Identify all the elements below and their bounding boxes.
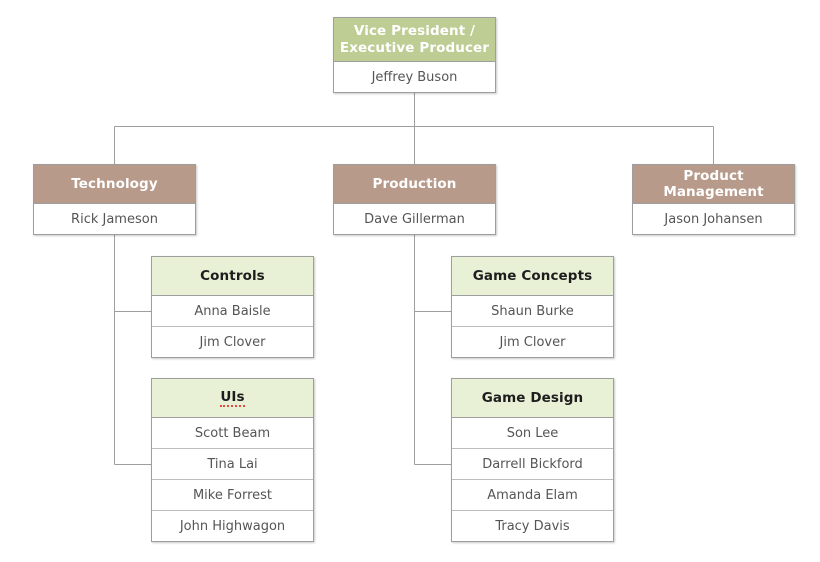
node-member-shaun-burke[interactable]: Shaun Burke xyxy=(452,295,613,326)
node-member-jeffrey-buson[interactable]: Jeffrey Buson xyxy=(334,61,495,92)
node-member-darrell-bickford[interactable]: Darrell Bickford xyxy=(452,448,613,479)
node-member-anna-baisle[interactable]: Anna Baisle xyxy=(152,295,313,326)
node-title-line2: Executive Producer xyxy=(339,39,490,56)
node-header-game-design: Game Design xyxy=(452,379,613,417)
node-vice-president[interactable]: Vice President / Executive Producer Jeff… xyxy=(333,17,496,93)
node-member-jim-clover-game-concepts[interactable]: Jim Clover xyxy=(452,326,613,357)
node-product-management[interactable]: Product Management Jason Johansen xyxy=(632,164,795,235)
node-header-vice-president: Vice President / Executive Producer xyxy=(334,18,495,61)
node-production[interactable]: Production Dave Gillerman xyxy=(333,164,496,235)
node-header-game-concepts: Game Concepts xyxy=(452,257,613,295)
node-title-line1: Vice President / xyxy=(353,23,476,40)
node-member-tracy-davis[interactable]: Tracy Davis xyxy=(452,510,613,541)
node-member-john-highwagon[interactable]: John Highwagon xyxy=(152,510,313,541)
node-uis[interactable]: UIs Scott Beam Tina Lai Mike Forrest Joh… xyxy=(151,378,314,542)
node-member-rick-jameson[interactable]: Rick Jameson xyxy=(34,203,195,234)
node-member-mike-forrest[interactable]: Mike Forrest xyxy=(152,479,313,510)
node-member-jim-clover-controls[interactable]: Jim Clover xyxy=(152,326,313,357)
node-member-son-lee[interactable]: Son Lee xyxy=(452,417,613,448)
node-member-amanda-elam[interactable]: Amanda Elam xyxy=(452,479,613,510)
node-header-uis: UIs xyxy=(152,379,313,417)
node-game-concepts[interactable]: Game Concepts Shaun Burke Jim Clover xyxy=(451,256,614,358)
node-header-technology: Technology xyxy=(34,165,195,203)
node-member-dave-gillerman[interactable]: Dave Gillerman xyxy=(334,203,495,234)
node-member-jason-johansen[interactable]: Jason Johansen xyxy=(633,203,794,234)
node-header-production: Production xyxy=(334,165,495,203)
node-game-design[interactable]: Game Design Son Lee Darrell Bickford Ama… xyxy=(451,378,614,542)
node-title-uis: UIs xyxy=(220,389,245,408)
node-technology[interactable]: Technology Rick Jameson xyxy=(33,164,196,235)
node-member-scott-beam[interactable]: Scott Beam xyxy=(152,417,313,448)
node-controls[interactable]: Controls Anna Baisle Jim Clover xyxy=(151,256,314,358)
node-member-tina-lai[interactable]: Tina Lai xyxy=(152,448,313,479)
node-header-controls: Controls xyxy=(152,257,313,295)
node-header-product-management: Product Management xyxy=(633,165,794,203)
